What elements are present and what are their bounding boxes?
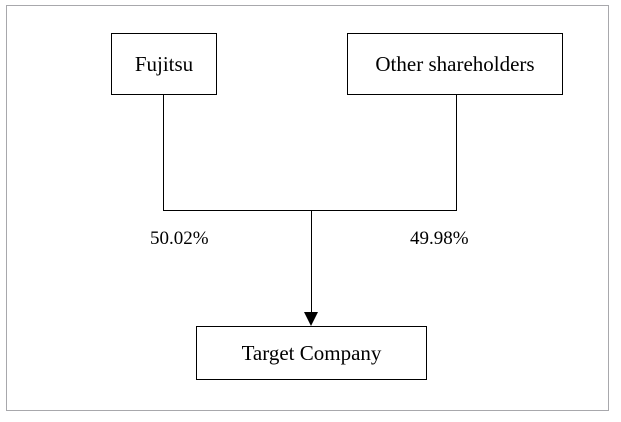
node-target-company[interactable]: Target Company [196,326,427,380]
label-other-shareholders-ownership-percent: 49.98% [410,228,469,249]
connector-arrow-shaft [311,210,312,313]
connector-other-shareholders-vertical [456,95,457,211]
connector-horizontal-bar [163,210,457,211]
node-other-shareholders-label: Other shareholders [375,51,535,76]
connector-fujitsu-vertical [163,95,164,211]
node-target-company-label: Target Company [241,340,382,365]
node-other-shareholders[interactable]: Other shareholders [347,33,563,95]
node-fujitsu-label: Fujitsu [134,51,194,76]
label-fujitsu-ownership-percent: 50.02% [150,228,209,249]
arrow-head-icon [304,312,318,326]
node-fujitsu[interactable]: Fujitsu [111,33,217,95]
